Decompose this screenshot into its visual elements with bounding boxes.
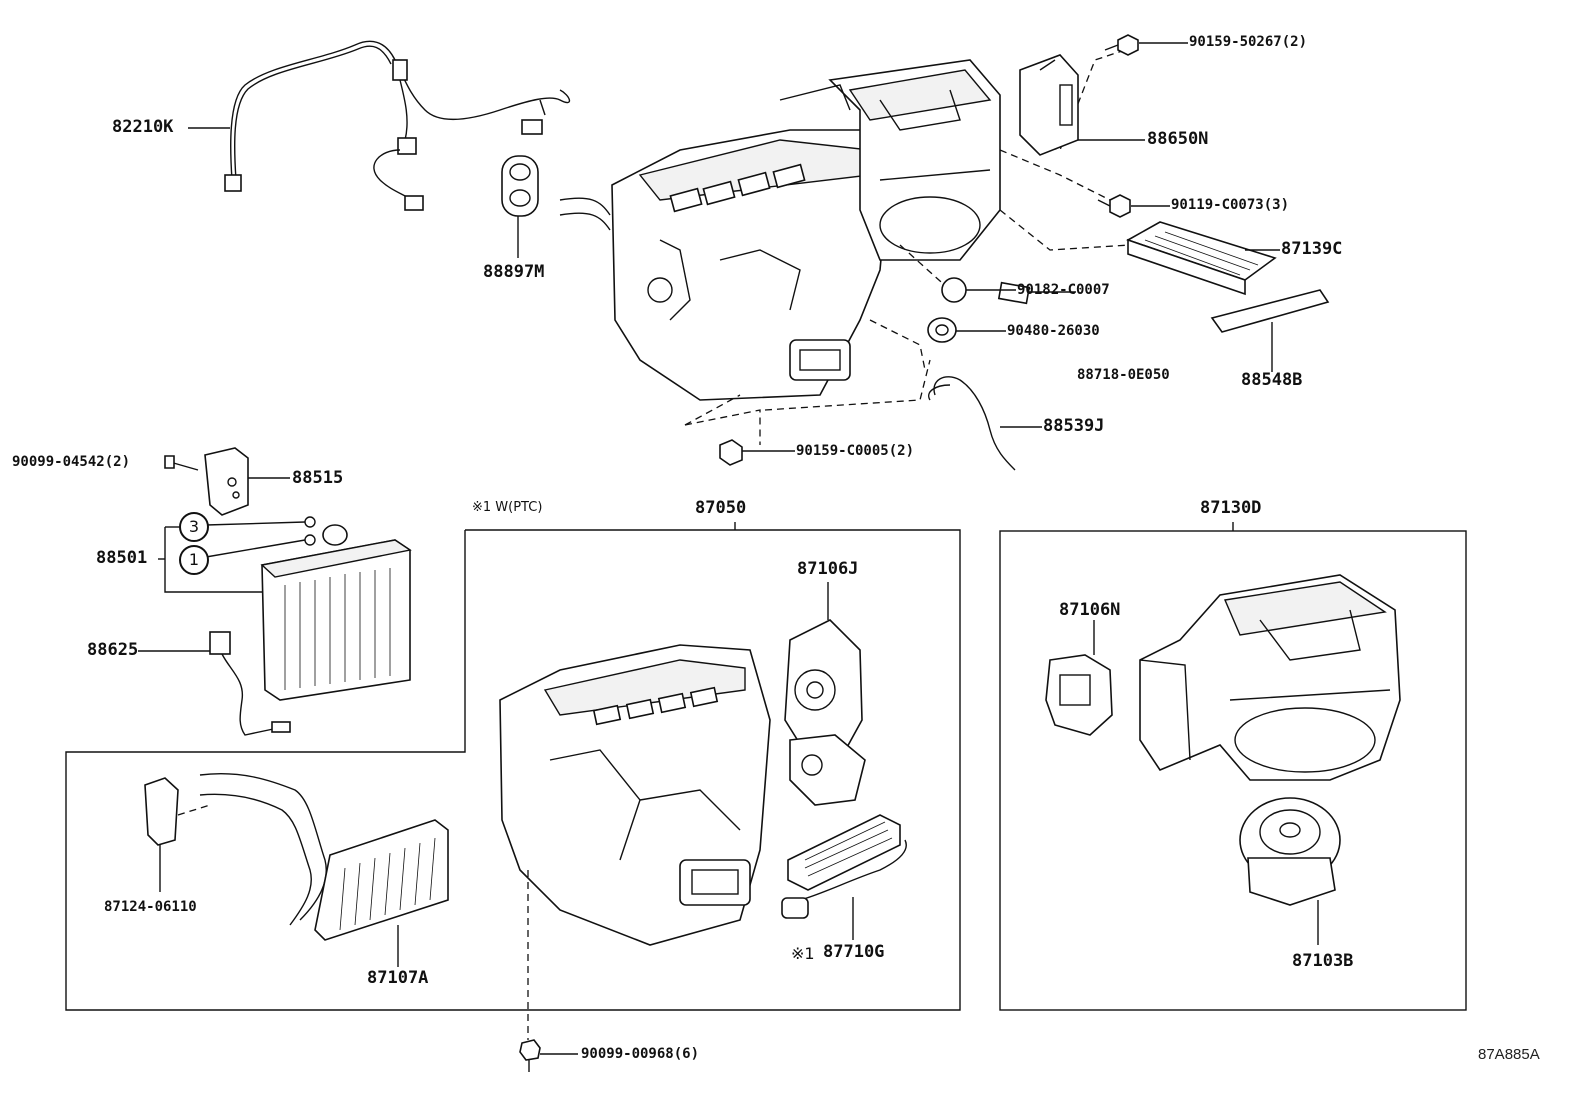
group-frame-87130D bbox=[999, 522, 1467, 1011]
group-frame-87050 bbox=[65, 522, 961, 1011]
callout-circle-1: 1 bbox=[179, 545, 209, 575]
part-label-87710G[interactable]: 87710G bbox=[823, 942, 885, 962]
part-label-90159-C0005[interactable]: 90159-C0005(2) bbox=[796, 443, 915, 459]
part-label-87124-06110[interactable]: 87124-06110 bbox=[104, 899, 197, 915]
hose-88539J-drawing bbox=[928, 376, 1016, 471]
blower-housing-87130D-drawing bbox=[1139, 574, 1401, 781]
module-88650N-drawing bbox=[1019, 54, 1079, 156]
part-label-90099-04542[interactable]: 90099-04542(2) bbox=[12, 454, 131, 470]
label-leaders bbox=[138, 42, 1280, 652]
diagram-reference-code: 87A885A bbox=[1478, 1046, 1540, 1063]
screw-90159-50267-drawing bbox=[1104, 34, 1139, 56]
part-label-90119-C0073[interactable]: 90119-C0073(3) bbox=[1171, 197, 1290, 213]
part-label-87103B[interactable]: 87103B bbox=[1292, 951, 1354, 971]
expansion-valve-88515-drawing bbox=[204, 447, 249, 516]
part-label-87130D[interactable]: 87130D bbox=[1200, 498, 1262, 518]
wire-harness-82210K-drawing bbox=[224, 40, 571, 211]
part-label-82210K[interactable]: 82210K bbox=[112, 117, 174, 137]
note-ptc: ※1 W(PTC) bbox=[472, 500, 543, 515]
part-label-87050[interactable]: 87050 bbox=[695, 498, 747, 518]
part-label-90159-50267[interactable]: 90159-50267(2) bbox=[1189, 34, 1308, 50]
bolt-90119-C0073-drawing bbox=[1097, 194, 1131, 218]
part-label-88515[interactable]: 88515 bbox=[292, 468, 344, 488]
hvac-assembly-top-drawing bbox=[559, 59, 1001, 401]
servo-87106J-drawing bbox=[784, 582, 866, 806]
part-label-90480-26030[interactable]: 90480-26030 bbox=[1007, 323, 1100, 339]
part-label-87139C[interactable]: 87139C bbox=[1281, 239, 1343, 259]
clamp-87124-06110-drawing bbox=[144, 777, 211, 892]
sensor-88625-drawing bbox=[209, 631, 291, 736]
part-label-88548B[interactable]: 88548B bbox=[1241, 370, 1303, 390]
part-label-90182-C0007[interactable]: 90182-C0007 bbox=[1017, 282, 1110, 298]
part-label-88718-0E050[interactable]: 88718-0E050 bbox=[1077, 367, 1170, 383]
screw-90099-04542-drawing bbox=[164, 455, 199, 471]
nut-90182-C0007-drawing bbox=[941, 277, 967, 303]
bolt-90099-00968-drawing bbox=[519, 1039, 578, 1072]
bolt-90159-C0005-drawing bbox=[719, 439, 743, 466]
grommet-88897M-drawing bbox=[501, 155, 539, 258]
note-ptc-ref: ※1 bbox=[791, 944, 815, 963]
grommet-90480-26030-drawing bbox=[927, 317, 957, 343]
blower-motor-87103B-drawing bbox=[1239, 797, 1341, 945]
part-label-87107A[interactable]: 87107A bbox=[367, 968, 429, 988]
heater-core-87107A-drawing bbox=[199, 772, 449, 967]
part-label-87106N[interactable]: 87106N bbox=[1059, 600, 1121, 620]
bracket-88548B-drawing bbox=[1210, 289, 1330, 372]
filter-87139C-drawing bbox=[1126, 221, 1277, 296]
ptc-heater-87710G-drawing bbox=[781, 814, 907, 940]
part-label-87106J[interactable]: 87106J bbox=[797, 559, 859, 579]
part-label-88625[interactable]: 88625 bbox=[87, 640, 139, 660]
part-label-88650N[interactable]: 88650N bbox=[1147, 129, 1209, 149]
part-label-88897M[interactable]: 88897M bbox=[483, 262, 545, 282]
evaporator-88501-drawing bbox=[158, 516, 412, 701]
callout-circle-3: 3 bbox=[179, 512, 209, 542]
part-label-88539J[interactable]: 88539J bbox=[1043, 416, 1105, 436]
part-label-88501[interactable]: 88501 bbox=[96, 548, 148, 568]
hvac-case-87050-drawing bbox=[499, 644, 771, 1040]
servo-87106N-drawing bbox=[1045, 620, 1113, 736]
part-label-90099-00968[interactable]: 90099-00968(6) bbox=[581, 1046, 700, 1062]
